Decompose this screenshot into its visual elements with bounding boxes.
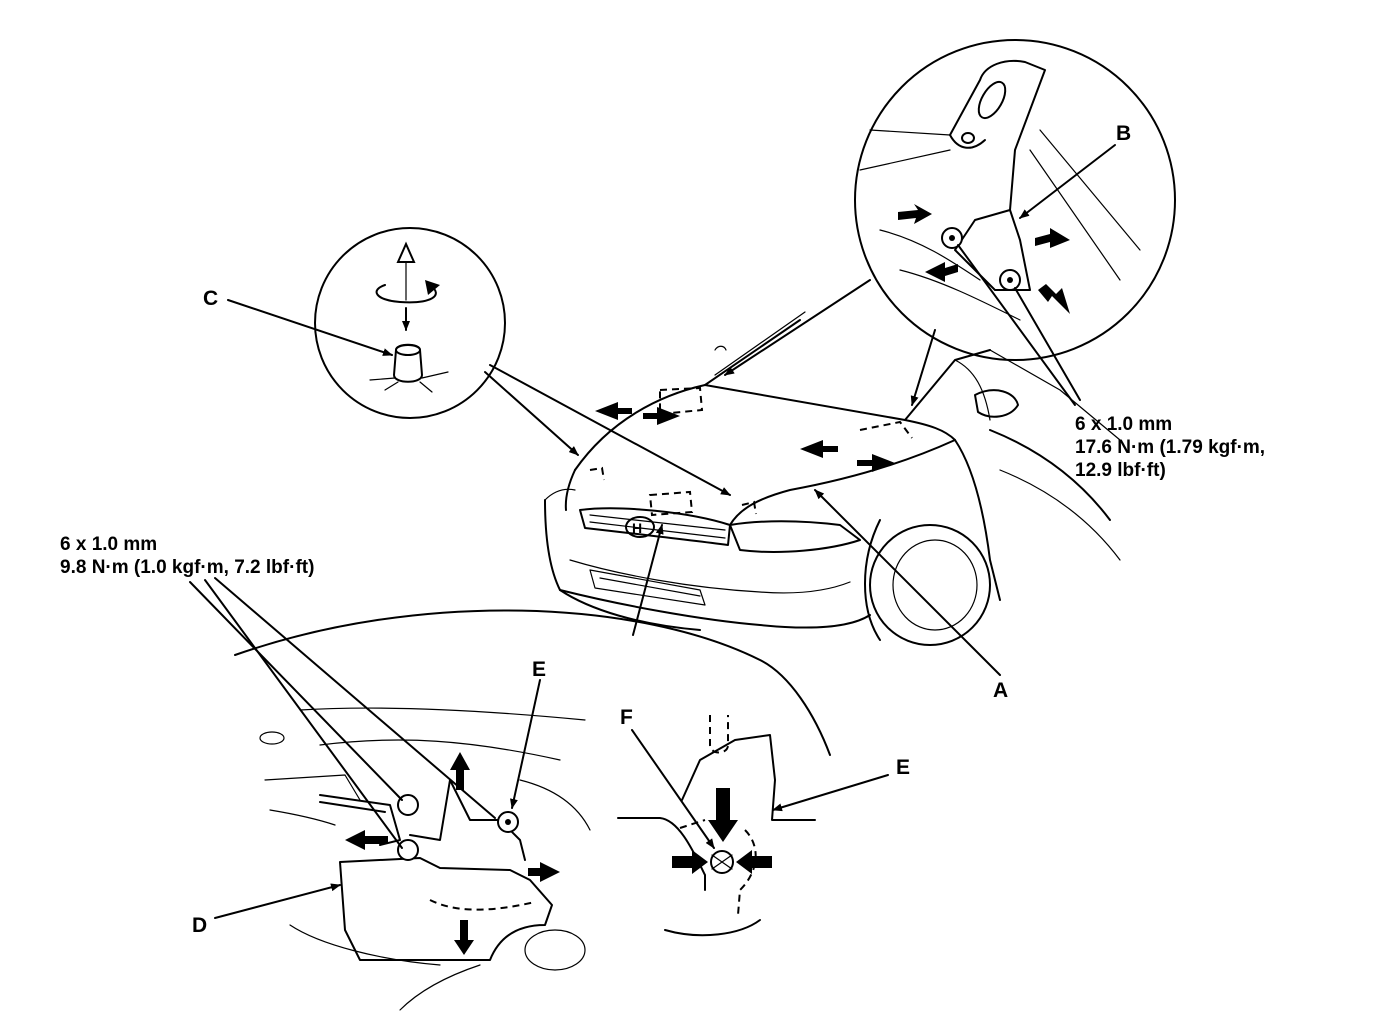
leader-b [1019, 144, 1116, 219]
leader-latch-bolt-3 [214, 577, 496, 819]
label-f: F [620, 706, 633, 729]
striker-detail [617, 715, 816, 937]
leader-d [214, 883, 341, 919]
hinge-torque-lbf: 12.9 lbf·ft) [1075, 460, 1166, 481]
leader-latch-bolt-2 [204, 579, 403, 849]
leader-latch-bolt-1 [189, 581, 403, 801]
label-e-latch: E [532, 658, 546, 681]
leader-c-to-car-right [489, 364, 731, 496]
svg-text:H: H [632, 520, 642, 536]
car-front-illustration: H [544, 311, 1121, 646]
label-b: B [1116, 122, 1131, 145]
leader-hinge-bolt-1 [957, 244, 1076, 406]
leader-b-to-car-1 [724, 279, 871, 376]
label-a: A [993, 679, 1008, 702]
hinge-torque-nm: 17.6 N·m (1.79 kgf·m, [1075, 437, 1265, 458]
leader-c [227, 299, 393, 356]
leader-e-latch [510, 679, 541, 809]
leader-c-to-car-left [484, 371, 579, 456]
label-c: C [203, 287, 218, 310]
leader-f [631, 729, 715, 849]
label-d: D [192, 914, 207, 937]
label-e-detail: E [896, 756, 910, 779]
leader-hinge-bolt-2 [1014, 287, 1081, 401]
latch-detail-area [234, 524, 831, 1011]
leader-e-detail [772, 774, 889, 812]
detail-circle-c [314, 227, 506, 419]
detail-circle-b [854, 39, 1176, 361]
hinge-bolt-size: 6 x 1.0 mm [1075, 414, 1172, 435]
leader-b-to-car-2 [910, 329, 936, 406]
latch-torque: 9.8 N·m (1.0 kgf·m, 7.2 lbf·ft) [60, 557, 314, 578]
latch-bolt-size: 6 x 1.0 mm [60, 534, 157, 555]
hood-adjust-arrows [595, 402, 895, 472]
leader-a [814, 489, 1001, 676]
